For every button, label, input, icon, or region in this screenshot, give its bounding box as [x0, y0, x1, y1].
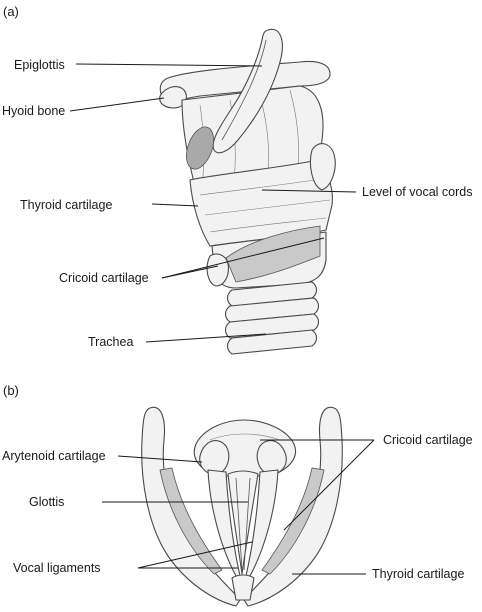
leader-arytenoid: [117, 455, 203, 463]
label-cricoid-cartilage-b: Cricoid cartilage: [383, 433, 473, 447]
leader-thyroid-a: [151, 203, 199, 207]
leader-vocal-lig-1: [137, 541, 253, 569]
label-glottis: Glottis: [29, 495, 64, 509]
label-hyoid-bone: Hyoid bone: [2, 104, 65, 118]
label-level-of-vocal-cords: Level of vocal cords: [362, 185, 472, 199]
label-cricoid-cartilage-a: Cricoid cartilage: [59, 271, 149, 285]
leader-cricoid-a-2: [161, 237, 325, 279]
leader-cricoid-b-2: [283, 439, 375, 531]
label-thyroid-cartilage-a: Thyroid cartilage: [20, 198, 112, 212]
label-thyroid-cartilage-b: Thyroid cartilage: [372, 567, 464, 581]
leader-trachea: [145, 333, 267, 343]
labels: (a) Epiglottis Hyoid bone Thyroid cartil…: [2, 4, 473, 581]
panel-a-label: (a): [3, 4, 19, 19]
label-trachea: Trachea: [88, 335, 133, 349]
label-vocal-ligaments: Vocal ligaments: [13, 561, 101, 575]
leader-epiglottis: [75, 63, 263, 67]
label-arytenoid-cartilage: Arytenoid cartilage: [2, 449, 106, 463]
leader-lines: [69, 63, 375, 575]
leader-vocal-level: [261, 189, 357, 193]
panel-b-drawing: [141, 406, 343, 607]
leader-hyoid: [69, 97, 165, 112]
label-epiglottis: Epiglottis: [14, 58, 65, 72]
panel-a-drawing: [159, 28, 336, 355]
panel-b-label: (b): [3, 383, 19, 398]
